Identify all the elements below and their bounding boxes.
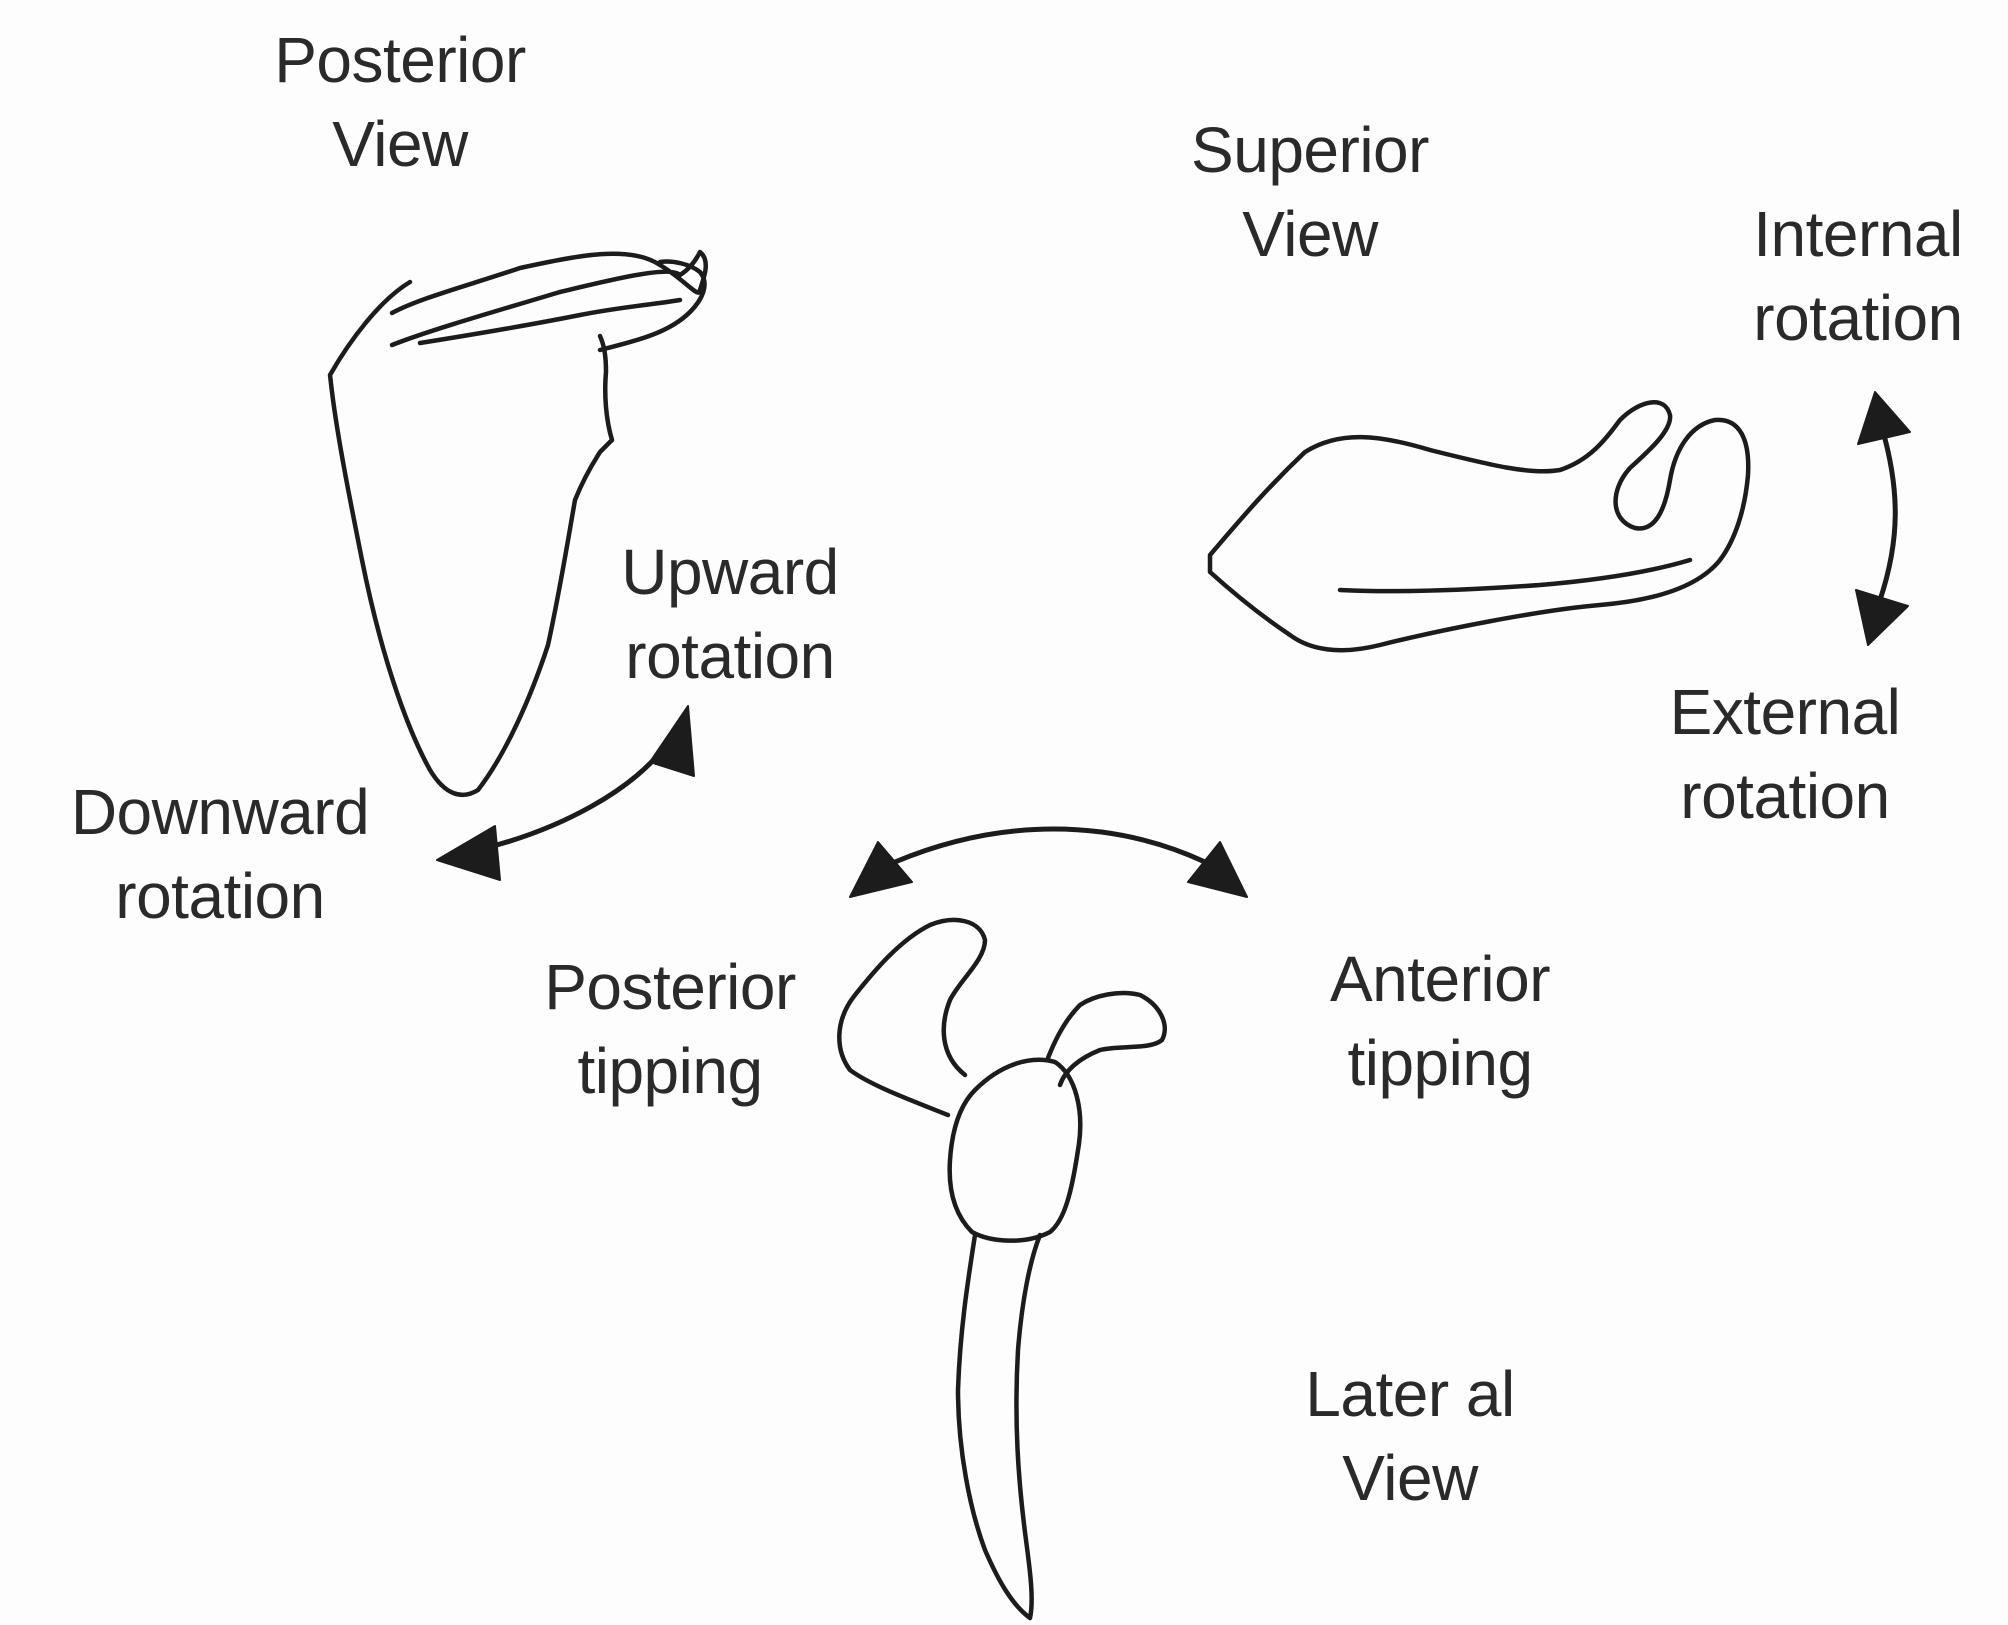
internal-external-rotation-arrow xyxy=(1856,392,1910,645)
posterior-view-label: Posterior View xyxy=(230,18,570,186)
external-rotation-label: External rotation xyxy=(1630,670,1940,838)
external-arrowhead xyxy=(1856,590,1908,645)
downward-rotation-label: Downward rotation xyxy=(20,770,420,938)
posterior-tipping-label-line1: Posterior xyxy=(500,945,840,1029)
posterior-tipping-arrowhead xyxy=(850,842,912,897)
upward-arrowhead xyxy=(650,706,694,776)
external-rotation-label-line2: rotation xyxy=(1630,754,1940,838)
upward-rotation-label-line1: Upward xyxy=(580,530,880,614)
anterior-tipping-arrowhead xyxy=(1188,842,1247,897)
superior-view-label-line1: Superior xyxy=(1140,108,1480,192)
scapula-body-posterior xyxy=(330,282,612,795)
scapula-outline-superior xyxy=(1210,402,1748,650)
anterior-tipping-label-line1: Anterior xyxy=(1290,937,1590,1021)
tipping-arrow xyxy=(850,829,1247,897)
anterior-tipping-label-line2: tipping xyxy=(1290,1021,1590,1105)
internal-rotation-label-line1: Internal xyxy=(1708,192,2008,276)
scapula-blade-lateral xyxy=(958,1235,1040,1618)
lateral-view-scapula-drawing xyxy=(839,920,1164,1618)
coracoid-process xyxy=(839,920,985,1115)
superior-view-label: Superior View xyxy=(1140,108,1480,276)
downward-rotation-label-line1: Downward xyxy=(20,770,420,854)
downward-rotation-label-line2: rotation xyxy=(20,854,420,938)
superior-view-scapula-drawing xyxy=(1210,402,1748,650)
anterior-tipping-label: Anterior tipping xyxy=(1290,937,1590,1105)
upward-rotation-label-line2: rotation xyxy=(580,614,880,698)
lateral-view-label: Later al View xyxy=(1250,1352,1570,1520)
internal-rotation-label-line2: rotation xyxy=(1708,276,2008,360)
posterior-tipping-label: Posterior tipping xyxy=(500,945,840,1113)
internal-rotation-label: Internal rotation xyxy=(1708,192,2008,360)
posterior-view-label-line1: Posterior xyxy=(230,18,570,102)
downward-arrowhead xyxy=(437,826,500,880)
posterior-view-label-line2: View xyxy=(230,102,570,186)
upward-rotation-label: Upward rotation xyxy=(580,530,880,698)
lateral-view-label-line2: View xyxy=(1250,1436,1570,1520)
lateral-view-label-line1: Later al xyxy=(1250,1352,1570,1436)
rotation-arc-superior xyxy=(1880,428,1895,600)
superior-view-label-line2: View xyxy=(1140,192,1480,276)
scapula-spine-superior xyxy=(1340,560,1690,591)
posterior-view-scapula-drawing xyxy=(330,252,706,795)
external-rotation-label-line1: External xyxy=(1630,670,1940,754)
internal-arrowhead xyxy=(1858,392,1910,444)
tipping-arc xyxy=(895,829,1205,862)
rotation-arc-posterior xyxy=(478,740,670,850)
posterior-tipping-label-line2: tipping xyxy=(500,1029,840,1113)
